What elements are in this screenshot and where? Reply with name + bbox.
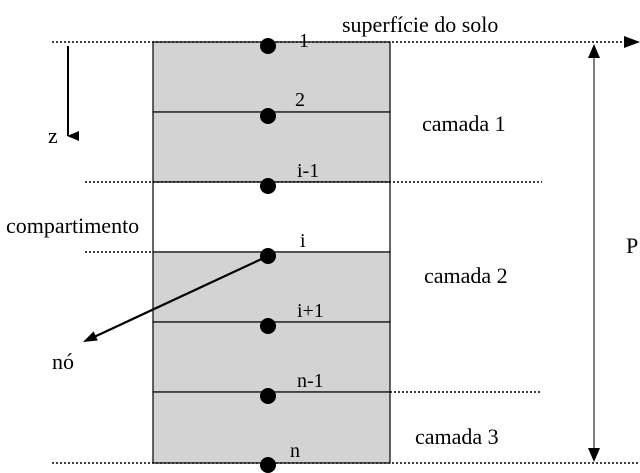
surface-arrow-head bbox=[624, 36, 640, 48]
node-n-1 bbox=[260, 388, 276, 404]
node-pointer-arrow bbox=[93, 255, 269, 338]
depth-arrow-bottom bbox=[588, 448, 600, 462]
depth-label: P bbox=[626, 233, 638, 258]
node-label-i-1: i-1 bbox=[297, 160, 319, 182]
node-i+1 bbox=[260, 318, 276, 334]
node-label-2: 2 bbox=[295, 89, 305, 111]
compartment-4 bbox=[152, 251, 391, 323]
node-label-1: 1 bbox=[299, 30, 309, 52]
depth-arrow-top bbox=[588, 44, 600, 58]
layer-label-2: camada 2 bbox=[424, 263, 508, 288]
node-1 bbox=[260, 38, 276, 54]
node-label-i+1: i+1 bbox=[297, 300, 324, 322]
node-i bbox=[260, 248, 276, 264]
surface-label: superfície do solo bbox=[342, 12, 498, 37]
layer-label-3: camada 3 bbox=[415, 424, 499, 449]
node-i-1 bbox=[260, 178, 276, 194]
compartment-6 bbox=[152, 391, 391, 464]
node-label-n: n bbox=[290, 440, 300, 462]
compartment-2 bbox=[152, 111, 391, 183]
node-label-n-1: n-1 bbox=[297, 370, 324, 392]
node-label: nó bbox=[52, 349, 74, 374]
node-2 bbox=[260, 108, 276, 124]
node-label-i: i bbox=[300, 230, 306, 252]
node-n bbox=[260, 457, 276, 473]
z-axis-label: z bbox=[48, 123, 58, 148]
layer-label-1: camada 1 bbox=[422, 111, 506, 136]
node-pointer-arrow-head bbox=[83, 331, 98, 342]
compartment-5 bbox=[152, 321, 391, 393]
compartment-1 bbox=[152, 41, 391, 113]
compartment-label: compartimento bbox=[6, 213, 139, 238]
